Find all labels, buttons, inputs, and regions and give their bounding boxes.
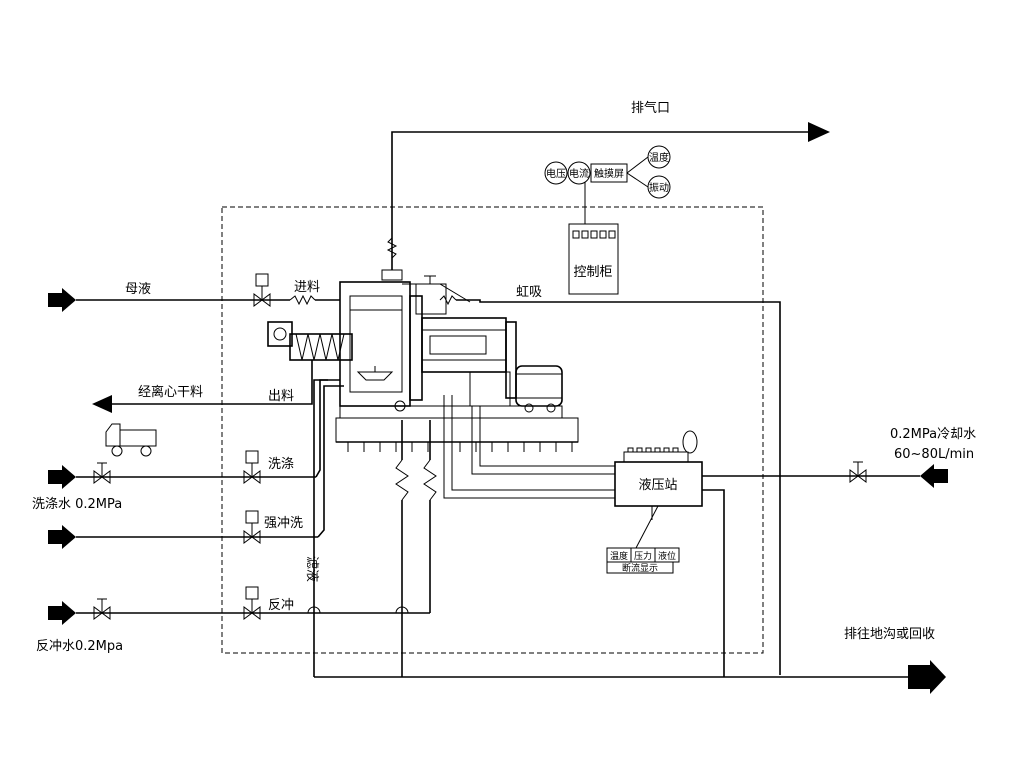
siphon-line bbox=[439, 295, 781, 675]
current-label: 电流 bbox=[569, 167, 589, 180]
hydraulic-station: 液压站 bbox=[614, 430, 725, 677]
exhaust-label: 排气口 bbox=[631, 100, 670, 116]
flow-display-label: 断流显示 bbox=[622, 562, 658, 574]
dry-discharge-label: 经离心干料 bbox=[138, 384, 203, 400]
screw-drive bbox=[267, 321, 293, 347]
feed-label: 进料 bbox=[294, 280, 320, 295]
strong-flush-arrow bbox=[48, 525, 76, 549]
cooling-water-label-2: 60~80L/min bbox=[894, 447, 974, 462]
voltage-indicator bbox=[544, 161, 568, 185]
temperature-label: 温度 bbox=[649, 151, 669, 164]
top-instrument-panel: 电压 电流 触摸屏 温度 振动 bbox=[544, 145, 671, 224]
crossing-bridge-2 bbox=[307, 606, 321, 614]
wash-label: 洗涤 bbox=[268, 457, 294, 472]
backflush-arrow bbox=[48, 601, 76, 625]
mother-liquor-line bbox=[48, 273, 340, 312]
dry-discharge-line bbox=[92, 360, 313, 413]
filtrate-label: 滤液 bbox=[304, 556, 319, 582]
backflush-water-label: 反冲水0.2Mpa bbox=[36, 639, 123, 654]
dry-discharge-arrow bbox=[92, 395, 112, 413]
voltage-label: 电压 bbox=[546, 167, 566, 180]
siphon-label: 虹吸 bbox=[516, 285, 542, 300]
equipment-boundary bbox=[221, 206, 764, 654]
mother-liquor-arrow bbox=[48, 288, 76, 312]
exhaust-flex-joint bbox=[386, 237, 398, 259]
hydraulic-pressure-label: 压力 bbox=[634, 550, 652, 562]
temperature-sensor bbox=[647, 145, 671, 169]
cooling-water-line bbox=[702, 461, 948, 488]
mother-liquor-label: 母液 bbox=[125, 282, 151, 297]
filtrate-line bbox=[313, 379, 946, 694]
vibration-label: 振动 bbox=[649, 181, 669, 194]
discharge-label: 出料 bbox=[268, 389, 294, 404]
cooling-water-label-1: 0.2MPa冷却水 bbox=[890, 427, 976, 442]
machine-base bbox=[335, 417, 579, 443]
filtrate-flex-joint-1 bbox=[395, 459, 409, 501]
wash-water-line bbox=[48, 379, 340, 489]
truck-icon bbox=[105, 423, 157, 457]
strong-flush-label: 强冲洗 bbox=[264, 516, 303, 531]
backflush-label: 反冲 bbox=[268, 598, 294, 613]
current-indicator bbox=[567, 161, 591, 185]
drain-arrow bbox=[908, 660, 946, 694]
strong-flush-line bbox=[48, 385, 344, 549]
touchscreen-label: 触摸屏 bbox=[594, 167, 624, 180]
control-cabinet-label: 控制柜 bbox=[573, 265, 612, 280]
screw-conveyor bbox=[289, 333, 353, 361]
hydraulic-temperature-label: 温度 bbox=[610, 550, 628, 562]
oil-tank-indicator bbox=[682, 430, 698, 454]
cooling-water-arrow bbox=[920, 464, 948, 488]
control-cabinet: 控制柜 bbox=[568, 223, 619, 295]
centrifuge-machine bbox=[267, 275, 579, 452]
exhaust-line bbox=[381, 122, 830, 281]
wash-water-label: 洗涤水 0.2MPa bbox=[32, 497, 122, 512]
drum-rotor bbox=[421, 317, 507, 373]
hydraulic-monitor-panel: 温度 压力 液位 断流显示 bbox=[606, 505, 680, 574]
crossing-bridge-1 bbox=[395, 606, 409, 614]
drive-motor bbox=[515, 365, 563, 407]
drain-label: 排往地沟或回收 bbox=[844, 627, 935, 642]
filtrate-flex-joint-2 bbox=[423, 459, 437, 501]
hydraulic-level-label: 液位 bbox=[658, 550, 676, 562]
hydraulic-station-label: 液压站 bbox=[638, 478, 677, 493]
wash-water-arrow bbox=[48, 465, 76, 489]
backflush-line bbox=[48, 508, 431, 625]
vibration-sensor bbox=[647, 175, 671, 199]
hydraulic-lines bbox=[443, 395, 653, 520]
exhaust-arrow bbox=[808, 122, 830, 142]
